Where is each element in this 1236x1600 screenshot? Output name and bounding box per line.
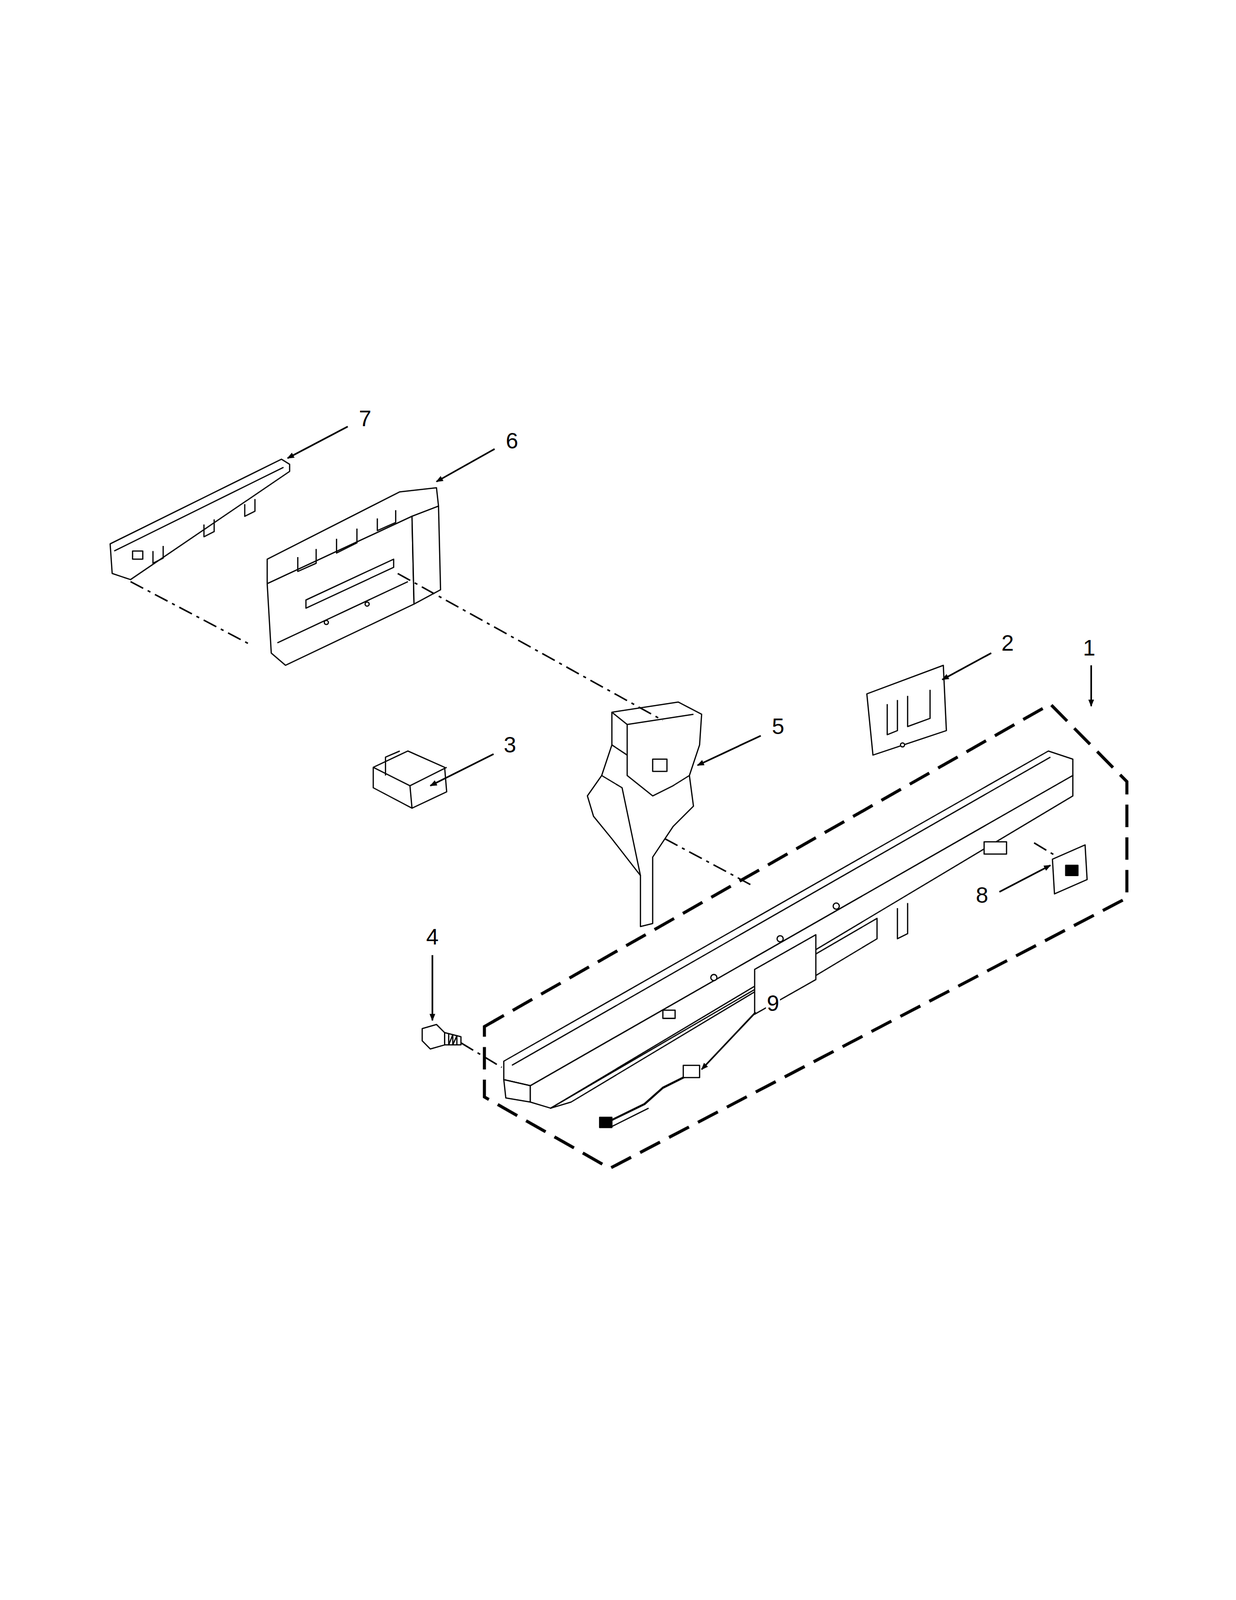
leader-arrow [287, 426, 1092, 1070]
board-part [1052, 844, 1088, 894]
callout-number: 5 [771, 714, 786, 738]
callout-number: 4 [425, 925, 440, 948]
callout-number: 6 [504, 429, 520, 452]
screw-part [422, 1024, 461, 1049]
panel-part [503, 750, 1073, 1109]
callout-number: 9 [765, 991, 781, 1015]
housing-part [267, 487, 441, 666]
callout-number: 8 [974, 883, 990, 906]
cover-part [373, 750, 447, 809]
latch-part [587, 701, 702, 927]
wire-harness-part [599, 1064, 700, 1127]
bracket-part [110, 459, 290, 580]
alignment-line [130, 573, 1055, 1068]
callout-number: 7 [357, 407, 373, 430]
callout-number: 2 [1000, 631, 1015, 654]
callout-number: 1 [1081, 636, 1097, 659]
assembly-outline [484, 703, 1127, 1169]
plate-part [866, 665, 947, 755]
callout-number: 3 [502, 733, 518, 756]
